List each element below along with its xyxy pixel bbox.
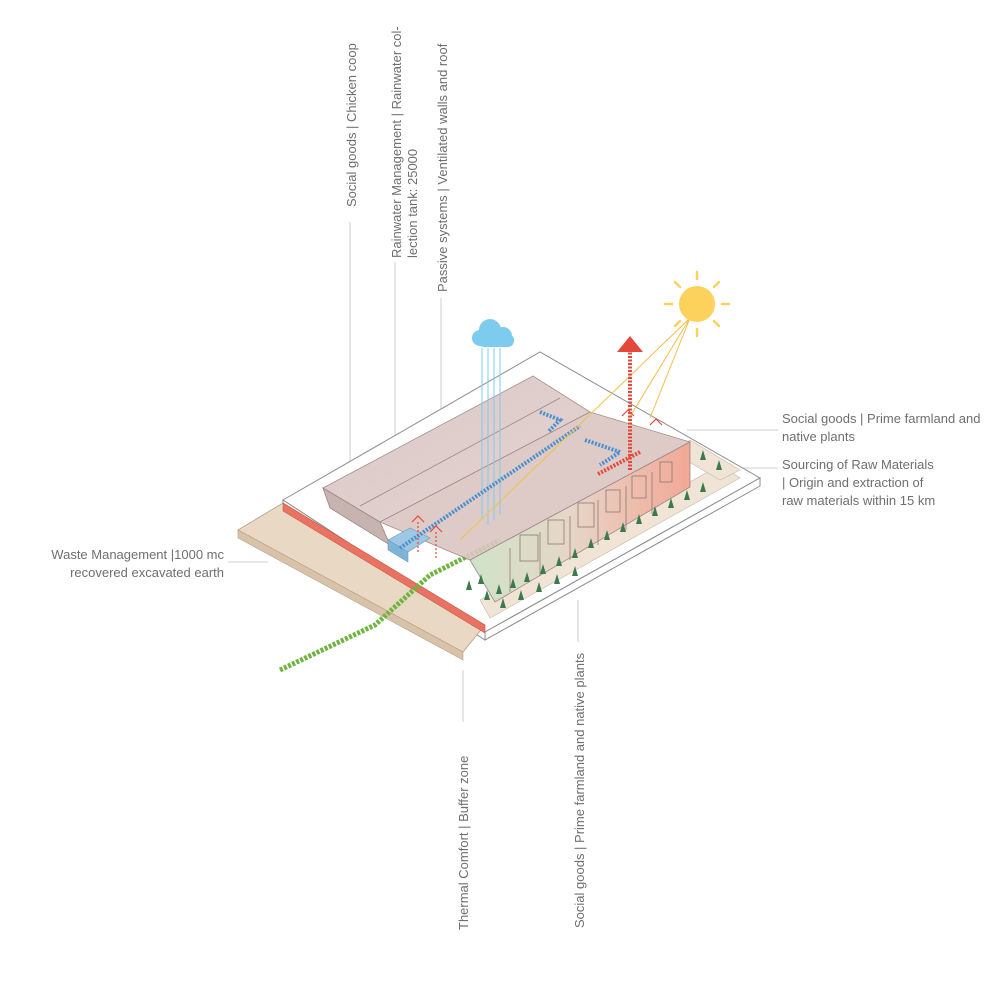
label-prime-farmland-bottom: Social goods | Prime farmland and native… (572, 652, 587, 928)
sun-rays (459, 317, 691, 541)
label-passive-systems: Passive systems | Ventilated walls and r… (435, 43, 450, 292)
label-waste-management: Waste Management |1000 mc recovered exca… (51, 547, 224, 580)
cloud-icon (472, 319, 514, 347)
heat-arrow-icon (597, 336, 643, 476)
label-rainwater-management: Rainwater Management | Rainwater col- le… (389, 26, 420, 258)
label-prime-farmland-top: Social goods | Prime farmland and native… (782, 411, 981, 444)
sun-icon (663, 270, 731, 338)
trees (466, 450, 722, 608)
excavated-earth-slab (237, 502, 486, 661)
ventilation-lines (398, 410, 625, 550)
label-chicken-coop: Social goods | Chicken coop (344, 43, 359, 207)
label-raw-materials: Sourcing of Raw Materials | Origin and e… (782, 457, 936, 508)
label-thermal-comfort: Thermal Comfort | Buffer zone (456, 755, 471, 930)
heat-markers (411, 409, 663, 560)
